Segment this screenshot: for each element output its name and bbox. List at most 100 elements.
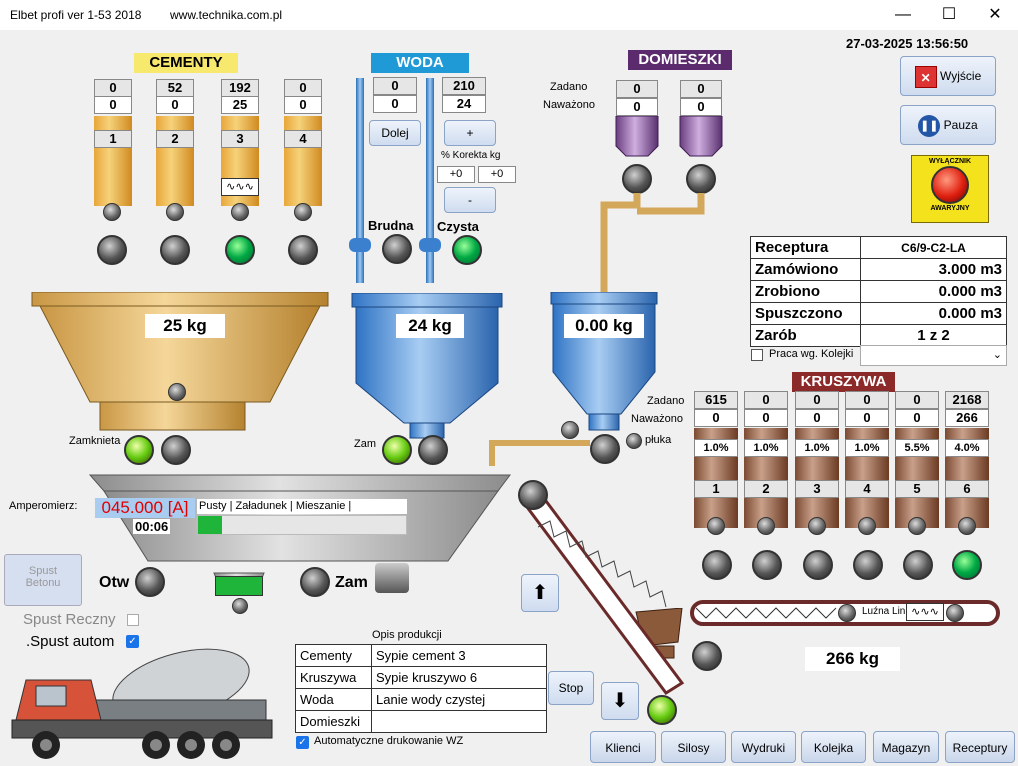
woda-box1-mid: 0 <box>373 95 417 113</box>
kruszywo-pct: 1.0% <box>845 439 889 457</box>
wyjscie-label: Wyjście <box>940 69 982 83</box>
kruszywo-label: 5 <box>895 480 939 498</box>
cement-valve[interactable] <box>166 203 184 221</box>
minimize-button[interactable]: — <box>895 6 911 23</box>
table-row: Domieszki <box>295 710 547 733</box>
close-window-button[interactable]: ✕ <box>988 6 1002 23</box>
domieszka-valve-1[interactable] <box>622 164 652 194</box>
kruszywo-valve[interactable] <box>858 517 876 535</box>
mixer-open-button[interactable] <box>135 567 165 597</box>
pluka-valve[interactable] <box>626 433 642 449</box>
auto-print-checkbox[interactable]: ✓ <box>296 736 309 749</box>
opis-label: Cementy <box>295 644 372 667</box>
emergency-stop-button[interactable]: WYŁĄCZNIK AWARYJNY <box>911 155 989 223</box>
opis-value: Lanie wody czystej <box>371 688 547 711</box>
chevron-down-icon: ⌄ <box>992 349 1002 361</box>
kruszywo-button[interactable] <box>702 550 732 580</box>
kolejka-button[interactable]: Kolejka <box>801 731 866 763</box>
cement-valve[interactable] <box>103 203 121 221</box>
spust-betonu-button[interactable]: Spust Betonu <box>4 554 82 606</box>
kolejka-select[interactable]: ⌄ <box>860 345 1007 366</box>
water-dirty-button[interactable] <box>382 234 412 264</box>
kruszywo-label: 4 <box>845 480 889 498</box>
dolej-button[interactable]: Dolej <box>369 120 421 146</box>
domieszki-gate-button[interactable] <box>590 434 620 464</box>
kruszywo-valve[interactable] <box>808 517 826 535</box>
kruszywo-valve[interactable] <box>958 517 976 535</box>
cement-valve[interactable] <box>294 203 312 221</box>
cement-scale-weight: 25 kg <box>145 314 225 338</box>
domieszki-pipe <box>600 193 705 301</box>
conveyor-up-button[interactable]: ⬆ <box>521 574 559 612</box>
cement-button[interactable] <box>160 235 190 265</box>
aggregate-scale-button[interactable] <box>692 641 722 671</box>
stop-button[interactable]: Stop <box>548 671 594 705</box>
pauza-button[interactable]: ❚❚ Pauza <box>900 105 996 145</box>
water-gate-button[interactable] <box>418 435 448 465</box>
kruszywo-valve[interactable] <box>908 517 926 535</box>
magazyn-button[interactable]: Magazyn <box>873 731 939 763</box>
mixer-close-button[interactable] <box>300 567 330 597</box>
korekta-label: % Korekta kg <box>441 150 501 161</box>
belt-roller-icon <box>946 604 964 622</box>
zadano-label: Zadano <box>550 81 588 93</box>
korekta-right[interactable]: +0 <box>478 166 516 183</box>
spust-reczny-checkbox[interactable] <box>127 614 139 626</box>
kruszywo-label: 1 <box>694 480 738 498</box>
opis-label: Kruszywa <box>295 666 372 689</box>
valve-icon <box>349 238 371 252</box>
domieszki-to-mixer-pipe <box>489 440 590 466</box>
woda-zam-label: Zam <box>354 438 376 450</box>
kruszywo-button[interactable] <box>752 550 782 580</box>
cement-button[interactable] <box>97 235 127 265</box>
kruszywo-mid: 0 <box>845 409 889 427</box>
kruszywo-valve[interactable] <box>757 517 775 535</box>
conveyor-bottom-indicator[interactable] <box>647 695 677 725</box>
cement-button[interactable] <box>288 235 318 265</box>
kruszywo-button[interactable] <box>853 550 883 580</box>
kruszywo-mid: 0 <box>744 409 788 427</box>
spust-autom-checkbox[interactable]: ✓ <box>126 635 139 648</box>
praca-checkbox[interactable] <box>751 349 763 361</box>
cement-valve[interactable] <box>231 203 249 221</box>
wyjscie-button[interactable]: ✕ Wyjście <box>900 56 996 96</box>
spuszczono-label: Spuszczono <box>750 302 861 325</box>
mixer-gate-indicator <box>215 576 263 596</box>
woda-header: WODA <box>371 53 469 73</box>
maximize-button[interactable]: ☐ <box>941 6 957 23</box>
receptury-button[interactable]: Receptury <box>945 731 1015 763</box>
valve-icon <box>419 238 441 252</box>
cement-silo-label: 3 <box>221 130 259 148</box>
kruszywo-valve[interactable] <box>707 517 725 535</box>
kruszywo-button[interactable] <box>803 550 833 580</box>
korekta-left[interactable]: +0 <box>437 166 475 183</box>
mixer-time: 00:06 <box>133 519 171 534</box>
conveyor-down-button[interactable]: ⬇ <box>601 682 639 720</box>
exit-icon: ✕ <box>914 65 937 88</box>
klienci-button[interactable]: Klienci <box>590 731 656 763</box>
datetime: 27-03-2025 13:56:50 <box>846 36 969 51</box>
opis-value: Sypie cement 3 <box>371 644 547 667</box>
water-clean-button[interactable] <box>452 235 482 265</box>
domieszka-valve-2[interactable] <box>686 164 716 194</box>
minus-button[interactable]: - <box>444 187 496 213</box>
silosy-button[interactable]: Silosy <box>661 731 726 763</box>
kruszywo-button[interactable] <box>903 550 933 580</box>
cement-silo-label: 1 <box>94 130 132 148</box>
mixer-gate-valve[interactable] <box>232 598 248 614</box>
domieszki-scale-valve[interactable] <box>561 421 579 439</box>
water-scale-weight: 24 kg <box>396 314 464 338</box>
cement-top-value: 192 <box>221 79 259 97</box>
kruszywo-pct: 1.0% <box>744 439 788 457</box>
water-gate-indicator[interactable] <box>382 435 412 465</box>
plus-button[interactable]: + <box>444 120 496 146</box>
receptura-value: C6/9-C2-LA <box>860 236 1007 259</box>
conveyor-top-roller[interactable] <box>518 480 548 510</box>
kruszywo-button[interactable] <box>952 550 982 580</box>
wydruki-button[interactable]: Wydruki <box>731 731 796 763</box>
cement-mid-value: 0 <box>284 96 322 114</box>
cement-button[interactable] <box>225 235 255 265</box>
cement-gate-indicator[interactable] <box>124 435 154 465</box>
cement-scale-valve[interactable] <box>168 383 186 401</box>
cement-gate-button[interactable] <box>161 435 191 465</box>
